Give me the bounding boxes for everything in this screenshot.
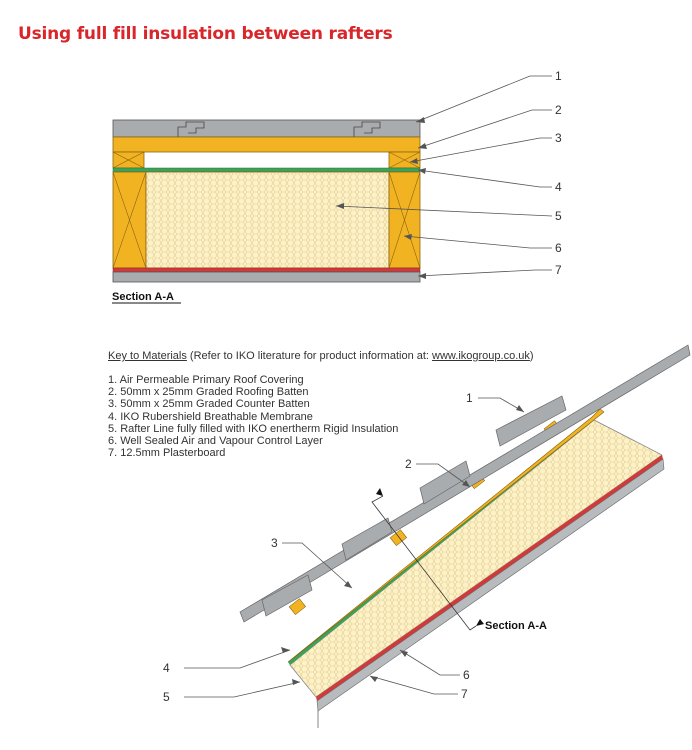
callout-top-1: 1 [555,69,562,83]
plasterboard-strip [316,458,665,712]
insulation-fill [145,171,390,269]
key-item: 3. 50mm x 25mm Graded Counter Batten [108,398,310,411]
key-url-link[interactable]: www.ikogroup.co.uk [432,350,530,362]
key-item: 2. 50mm x 25mm Graded Roofing Batten [108,386,309,399]
callout-3d-1: 1 [466,391,473,405]
vcl-strip [316,455,663,701]
tile-lap-left [177,121,205,137]
plasterboard-layer [112,271,421,283]
breathable-membrane [112,167,421,173]
callout-3d-4: 4 [163,661,170,675]
callout-top-7: 7 [555,263,562,277]
key-heading-prefix: Key to Materials [108,350,187,362]
callout-3d-7: 7 [461,687,468,701]
tile-lap-right [353,121,381,137]
key-heading-middle: (Refer to IKO literature for product inf… [186,350,433,362]
vapour-control-layer [112,267,421,273]
key-item: 1. Air Permeable Primary Roof Covering [108,374,304,386]
key-item: 5. Rafter Line fully filled with IKO ene… [108,422,399,435]
section-arrow-top [376,488,383,496]
page-title: Using full fill insulation between rafte… [18,24,393,44]
callout-top-4: 4 [555,180,562,194]
callout-top-3: 3 [555,131,562,145]
section-title: Section A-A [112,291,174,303]
roof-covering-layer [112,119,421,138]
callout-3d-5: 5 [163,690,170,704]
key-item: 4. IKO Rubershield Breathable Membrane [108,410,313,423]
key-item: 7. 12.5mm Plasterboard [108,447,226,460]
roofing-batten-layer [112,136,421,153]
key-heading: Key to Materials (Refer to IKO literatur… [108,350,534,362]
materials-key: Key to Materials (Refer to IKO literatur… [108,350,534,459]
callout-3d-6: 6 [463,668,470,682]
roof-perspective-drawing: Section A-A 1 2 3 4 5 6 7 [163,344,691,728]
section-cut-line [371,495,477,631]
callout-top-2: 2 [555,103,562,117]
key-item: 6. Well Sealed Air and Vapour Control La… [108,435,323,448]
section-arrow-bottom [476,619,484,626]
counter-batten-3d [287,408,605,663]
key-list: 1. Air Permeable Primary Roof Covering 2… [108,374,534,459]
callout-top-6: 6 [555,241,562,255]
section-a-a-drawing: 1 2 3 4 5 6 7 Section A-A [112,69,562,304]
callout-3d-2: 2 [405,457,412,471]
callout-top-5: 5 [555,209,562,223]
section-label-3d: Section A-A [485,620,547,632]
callout-3d-3: 3 [271,536,278,550]
key-heading-suffix: ) [529,350,534,362]
